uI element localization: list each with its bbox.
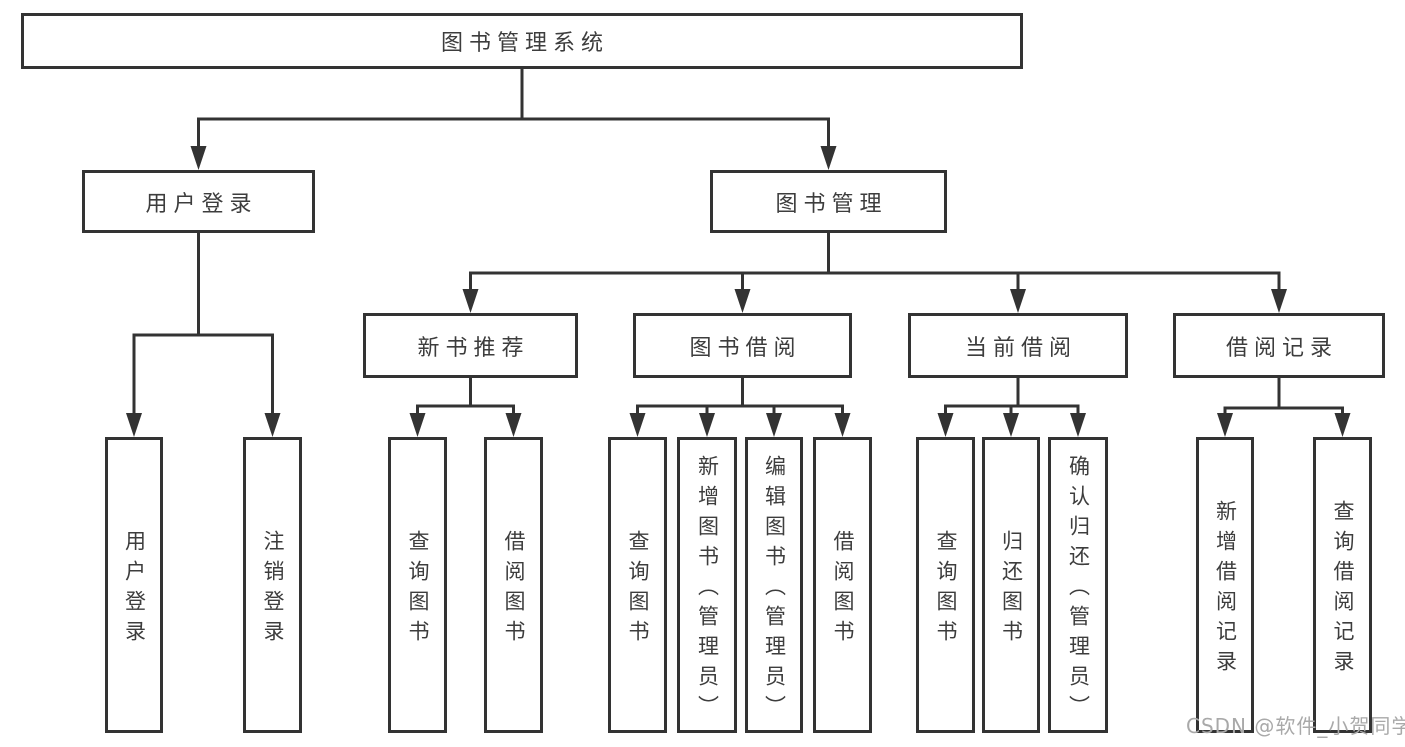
arrowhead-icon xyxy=(409,413,426,437)
leaf-query-books-3-node: 查询图书 xyxy=(916,437,975,733)
arrowhead-icon xyxy=(820,146,837,170)
book-borrowing-node: 图书借阅 xyxy=(633,313,852,378)
arrowhead-icon xyxy=(834,413,851,437)
user-login-branch-node: 用户登录 xyxy=(82,170,315,233)
arrowhead-icon xyxy=(699,413,715,437)
arrowhead-icon xyxy=(1010,289,1026,313)
leaf-query-books-2-node: 查询图书 xyxy=(608,437,667,733)
leaf-query-books-1-node: 查询图书 xyxy=(388,437,447,733)
leaf-query-borrow-record-node: 查询借阅记录 xyxy=(1313,437,1372,733)
arrowhead-icon xyxy=(1334,413,1351,437)
leaf-user-login-node: 用户登录 xyxy=(105,437,163,733)
arrowhead-icon xyxy=(629,413,646,437)
arrowhead-icon xyxy=(462,289,479,313)
leaf-add-borrow-record-node: 新增借阅记录 xyxy=(1196,437,1254,733)
arrowhead-icon xyxy=(1070,413,1086,437)
leaf-borrow-books-2-node: 借阅图书 xyxy=(813,437,872,733)
csdn-watermark: CSDN @软件_小贺同学 xyxy=(1186,714,1405,738)
arrowhead-icon xyxy=(190,146,207,170)
new-book-recommend-node: 新书推荐 xyxy=(363,313,578,378)
arrowhead-icon xyxy=(734,289,751,313)
arrowhead-icon xyxy=(1003,413,1019,437)
borrowing-records-node: 借阅记录 xyxy=(1173,313,1385,378)
arrowhead-icon xyxy=(937,413,954,437)
arrowhead-icon xyxy=(1271,289,1287,313)
leaf-edit-book-admin-node: 编辑图书（管理员） xyxy=(745,437,803,733)
arrowhead-icon xyxy=(126,413,142,437)
root-node: 图书管理系统 xyxy=(21,13,1023,69)
leaf-add-book-admin-node: 新增图书（管理员） xyxy=(677,437,737,733)
arrowhead-icon xyxy=(505,413,522,437)
arrowhead-icon xyxy=(264,413,281,437)
arrowhead-icon xyxy=(766,413,782,437)
leaf-logout-node: 注销登录 xyxy=(243,437,302,733)
book-management-branch-node: 图书管理 xyxy=(710,170,947,233)
leaf-borrow-books-1-node: 借阅图书 xyxy=(484,437,543,733)
leaf-confirm-return-admin-node: 确认归还（管理员） xyxy=(1048,437,1108,733)
leaf-return-book-node: 归还图书 xyxy=(982,437,1040,733)
arrowhead-icon xyxy=(1217,413,1233,437)
current-borrowing-node: 当前借阅 xyxy=(908,313,1128,378)
